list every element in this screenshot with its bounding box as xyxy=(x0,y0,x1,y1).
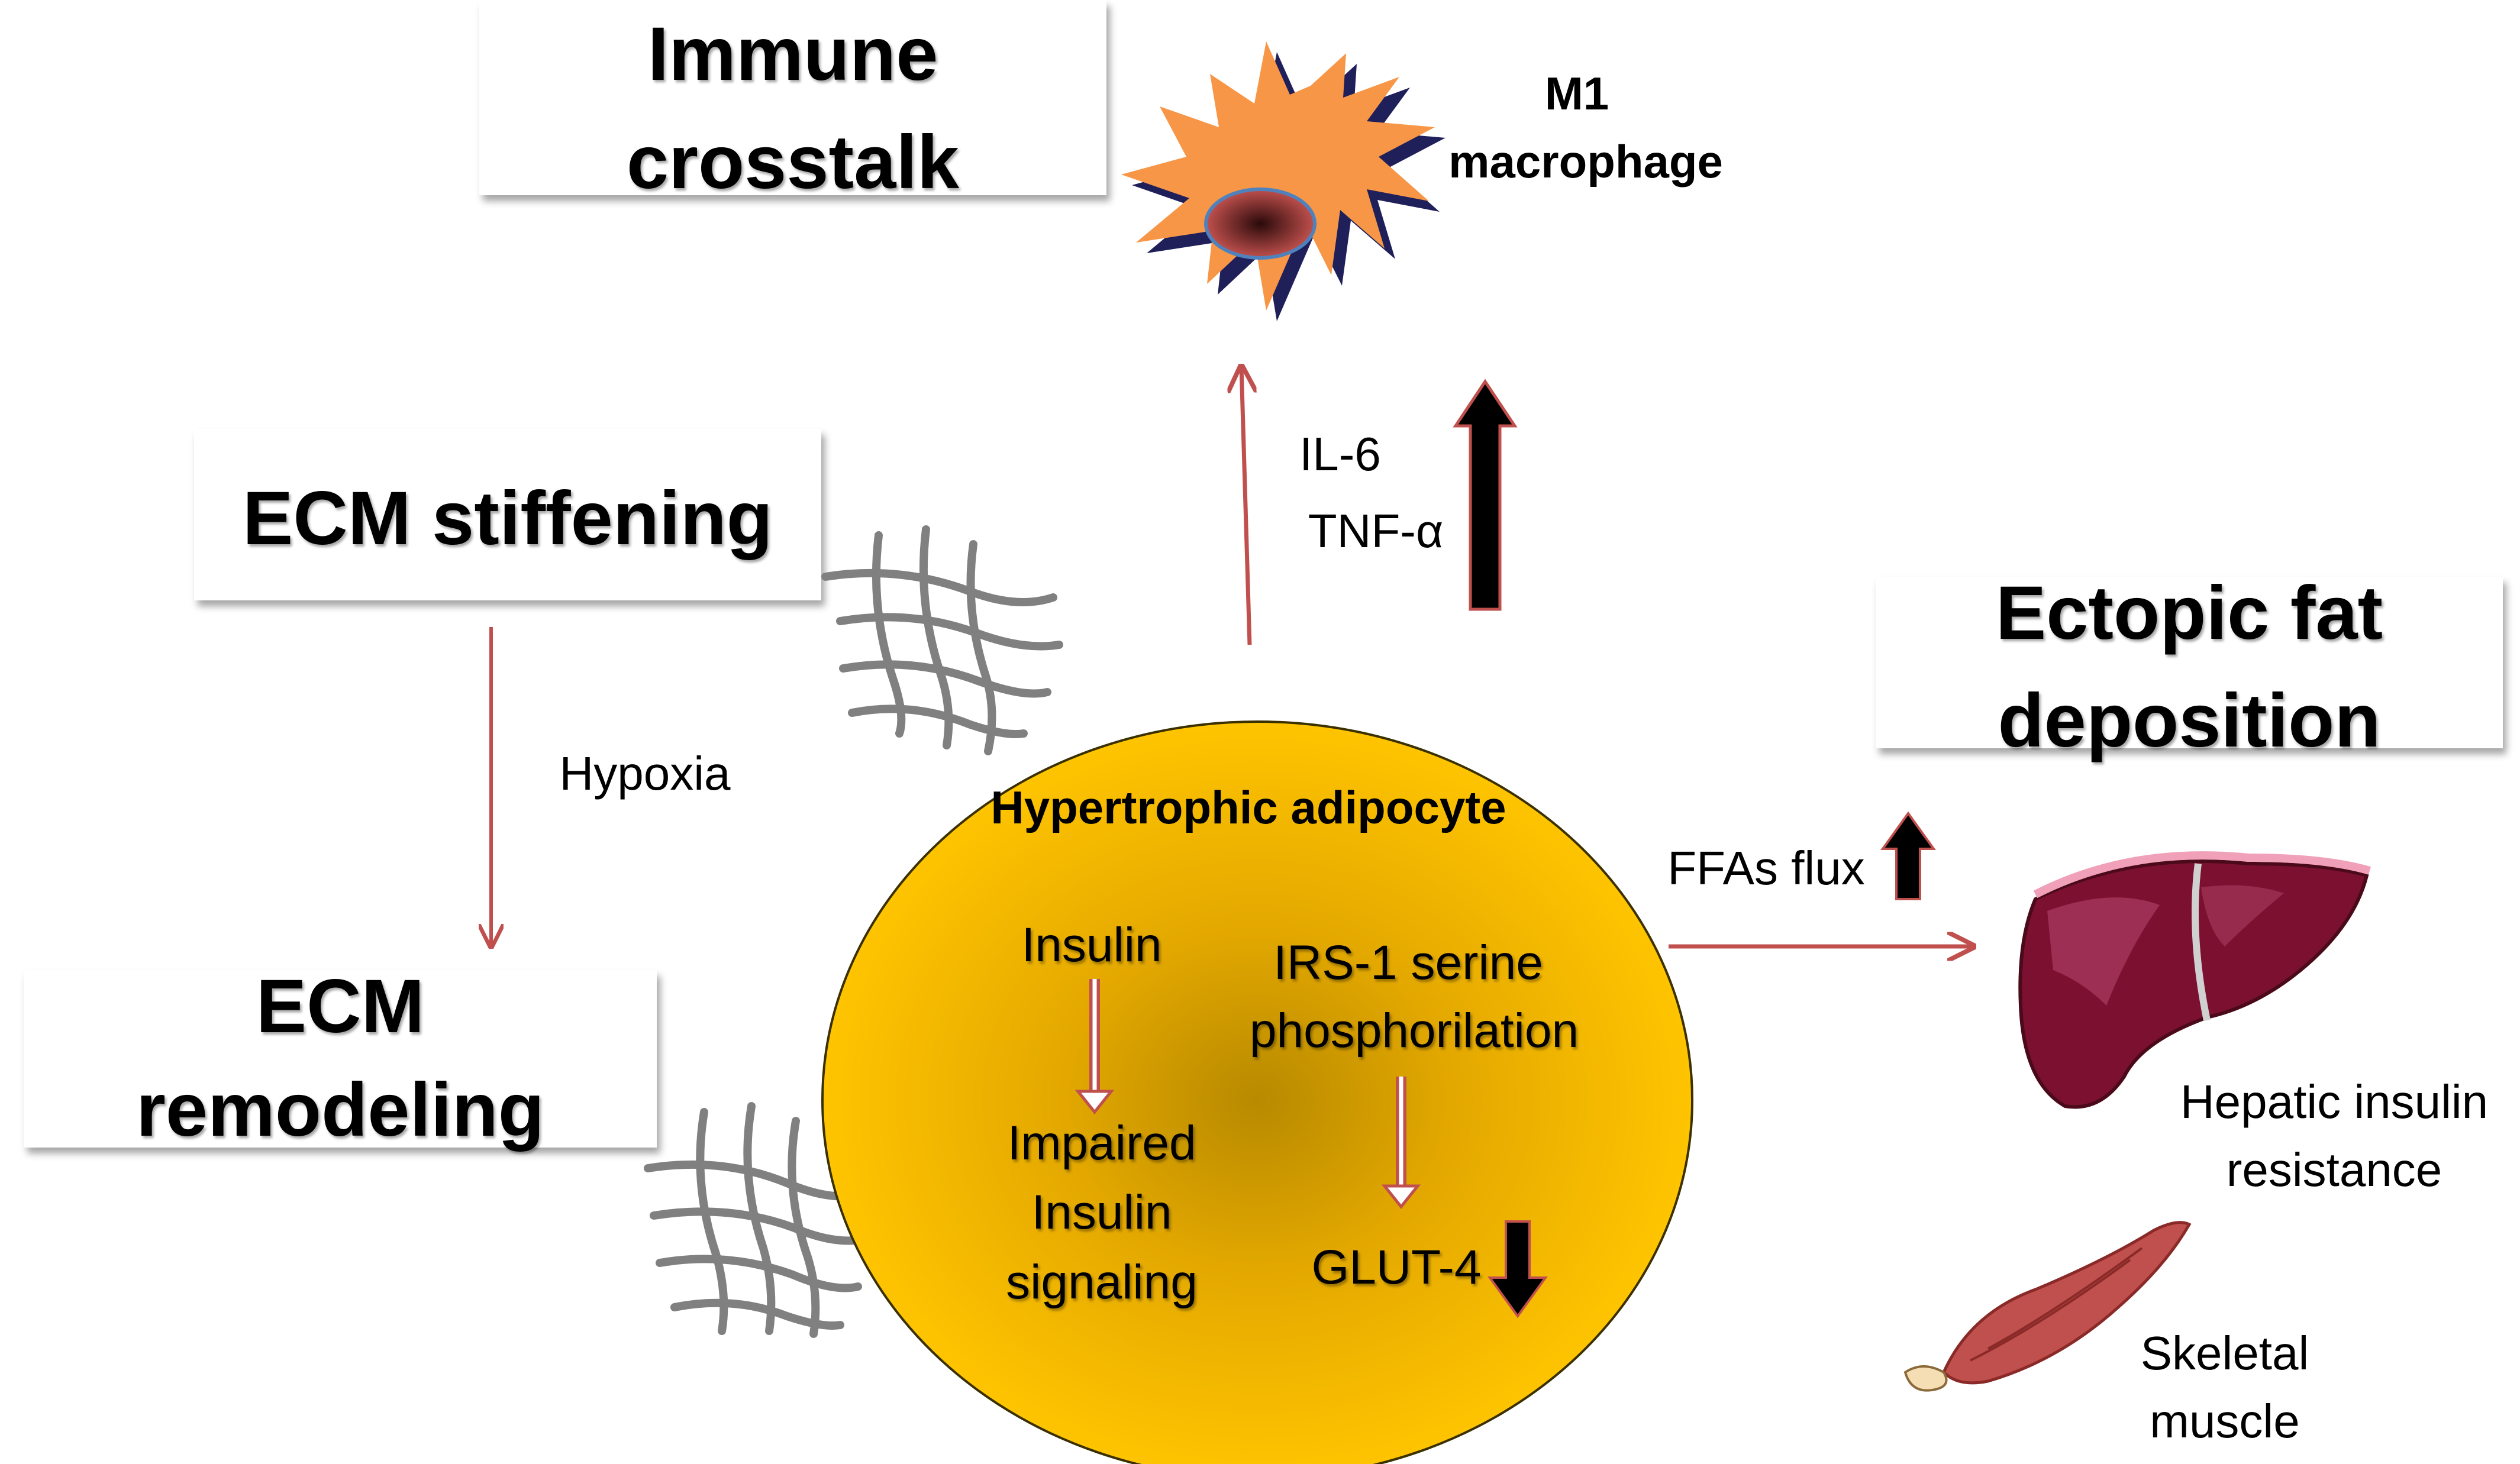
cytokine-label-line1: IL-6 xyxy=(1299,428,1381,480)
macrophage-label-line2: macrophage xyxy=(1448,135,1723,188)
ectopic-fat-line1: Ectopic fat xyxy=(1996,571,2383,655)
muscle-label-line1: Skeletal xyxy=(2141,1327,2309,1379)
skeletal-muscle-icon xyxy=(1903,1221,2192,1392)
ectopic-fat-line2: deposition xyxy=(1998,678,2380,763)
immune-box-line1: Immune xyxy=(648,12,938,96)
adipocyte-to-macrophage-arrow xyxy=(1241,367,1250,645)
ecm-mesh-upper-icon xyxy=(821,525,1063,755)
impaired-label-line2: Insulin xyxy=(1031,1185,1172,1239)
impaired-label-line3: signaling xyxy=(1006,1255,1198,1309)
cytokine-up-arrow-icon xyxy=(1453,379,1518,611)
ecm-stiffening-box: ECM stiffening xyxy=(194,429,821,600)
liver-label-line2: resistance xyxy=(2227,1143,2442,1196)
ecm-remodeling-box: ECM remodeling xyxy=(24,964,657,1152)
ecm-mesh-lower-icon xyxy=(644,1102,868,1338)
hypoxia-label: Hypoxia xyxy=(559,747,731,800)
irs-label-line1: IRS-1 serine xyxy=(1273,936,1543,990)
liver-icon xyxy=(2018,851,2371,1109)
irs-to-glut4-arrow xyxy=(1381,1077,1421,1210)
ecm-remodeling-line1: ECM xyxy=(256,964,424,1049)
macrophage-label-line1: M1 xyxy=(1545,67,1609,119)
glut4-label: GLUT-4 xyxy=(1311,1240,1481,1294)
irs-label-line2: phosphorilation xyxy=(1250,1004,1579,1058)
ffa-flux-label: FFAs flux xyxy=(1667,842,1864,894)
insulin-label: Insulin xyxy=(1021,918,1161,972)
impaired-label-line1: Impaired xyxy=(1007,1116,1196,1170)
ectopic-fat-box: Ectopic fat deposition xyxy=(1876,571,2503,763)
muscle-label-line2: muscle xyxy=(2150,1395,2299,1447)
m1-macrophage-icon xyxy=(1121,41,1445,321)
adipocyte-title: Hypertrophic adipocyte xyxy=(990,781,1506,833)
ffa-up-arrow-icon xyxy=(1880,811,1936,900)
hypertrophic-adipocyte xyxy=(821,720,1693,1464)
ecm-stiffening-label: ECM stiffening xyxy=(243,476,773,561)
ecm-remodeling-line2: remodeling xyxy=(136,1068,544,1152)
immune-box-line2: crosstalk xyxy=(627,120,960,205)
insulin-to-impaired-arrow xyxy=(1075,979,1115,1115)
glut4-down-arrow-icon xyxy=(1488,1220,1548,1318)
immune-crosstalk-box: Immune crosstalk xyxy=(479,0,1106,205)
liver-label-line1: Hepatic insulin xyxy=(2180,1075,2488,1128)
cytokine-label-line2: TNF-α xyxy=(1308,505,1443,557)
